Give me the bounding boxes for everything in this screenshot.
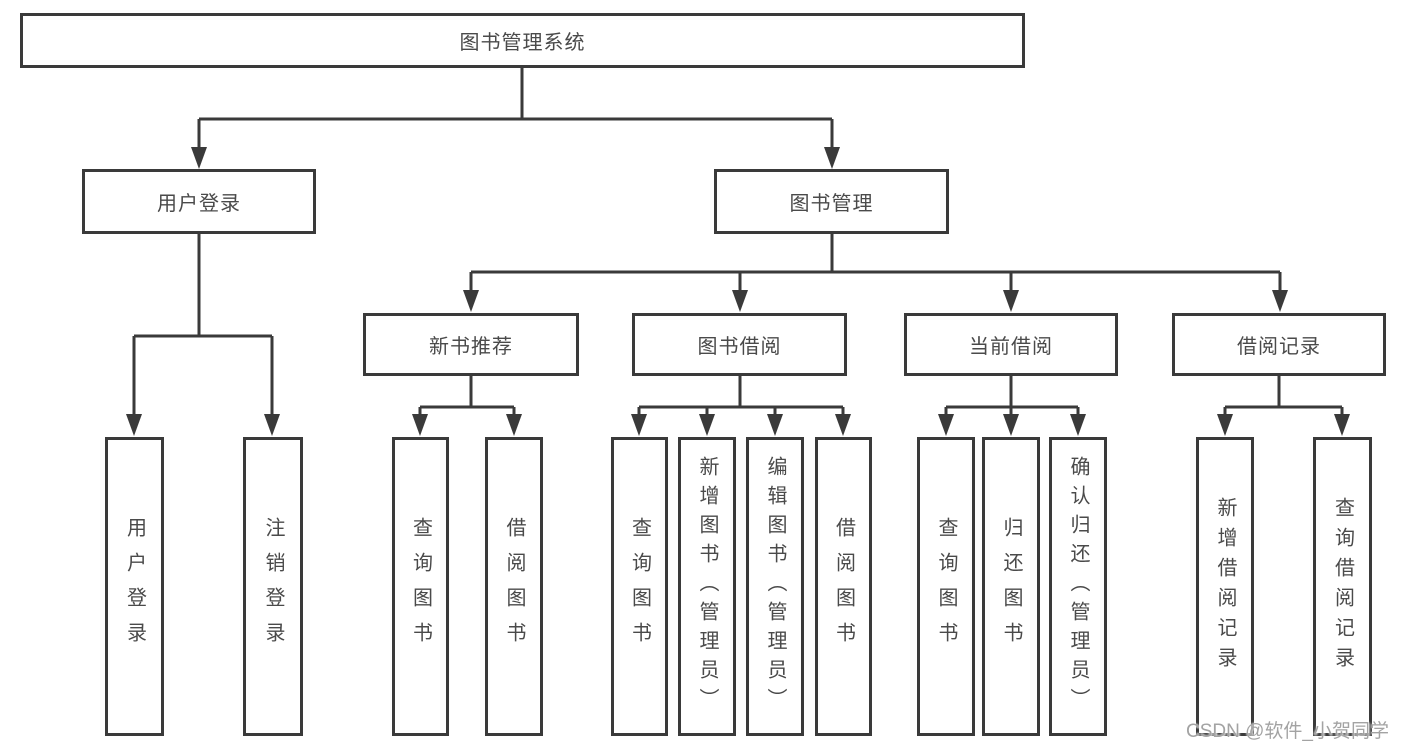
leaf-borrow-add-books-admin-label: 新增图书（管理员）	[696, 456, 718, 717]
leaf-logout-label: 注销登录	[262, 516, 284, 657]
node-root: 图书管理系统	[20, 13, 1025, 68]
leaf-records-query-record: 查询借阅记录	[1313, 437, 1372, 736]
node-new-book-recommendation: 新书推荐	[363, 313, 579, 376]
node-book-management: 图书管理	[714, 169, 949, 234]
leaf-newrec-query-books: 查询图书	[392, 437, 449, 736]
arrowheads	[126, 147, 1350, 436]
leaf-current-confirm-return-admin: 确认归还（管理员）	[1049, 437, 1107, 736]
leaf-records-add-record-label: 新增借阅记录	[1214, 496, 1236, 677]
leaf-user-login-label: 用户登录	[123, 516, 146, 657]
leaf-current-query-books-label: 查询图书	[935, 516, 957, 657]
leaf-borrow-query-books-label: 查询图书	[628, 516, 651, 657]
leaf-borrow-edit-books-admin: 编辑图书（管理员）	[746, 437, 804, 736]
watermark: CSDN @软件_小贺同学	[1186, 721, 1389, 742]
leaf-records-add-record: 新增借阅记录	[1196, 437, 1254, 736]
leaf-borrow-borrow-books: 借阅图书	[815, 437, 872, 736]
leaf-borrow-query-books: 查询图书	[611, 437, 668, 736]
leaf-newrec-borrow-books-label: 借阅图书	[503, 516, 525, 657]
node-user-login: 用户登录	[82, 169, 316, 234]
leaf-current-query-books: 查询图书	[917, 437, 975, 736]
node-borrowing-records: 借阅记录	[1172, 313, 1386, 376]
leaf-logout: 注销登录	[243, 437, 303, 736]
node-book-borrowing: 图书借阅	[632, 313, 847, 376]
node-current-borrowing: 当前借阅	[904, 313, 1118, 376]
leaf-current-return-books: 归还图书	[982, 437, 1040, 736]
leaf-newrec-borrow-books: 借阅图书	[485, 437, 543, 736]
leaf-borrow-add-books-admin: 新增图书（管理员）	[678, 437, 736, 736]
leaf-records-query-record-label: 查询借阅记录	[1331, 496, 1354, 677]
leaf-current-confirm-return-admin-label: 确认归还（管理员）	[1067, 456, 1089, 717]
leaf-borrow-borrow-books-label: 借阅图书	[832, 516, 855, 657]
leaf-user-login: 用户登录	[105, 437, 164, 736]
leaf-borrow-edit-books-admin-label: 编辑图书（管理员）	[764, 456, 786, 717]
leaf-newrec-query-books-label: 查询图书	[409, 516, 432, 657]
leaf-current-return-books-label: 归还图书	[1000, 516, 1022, 657]
connector-paths	[132, 68, 1344, 420]
